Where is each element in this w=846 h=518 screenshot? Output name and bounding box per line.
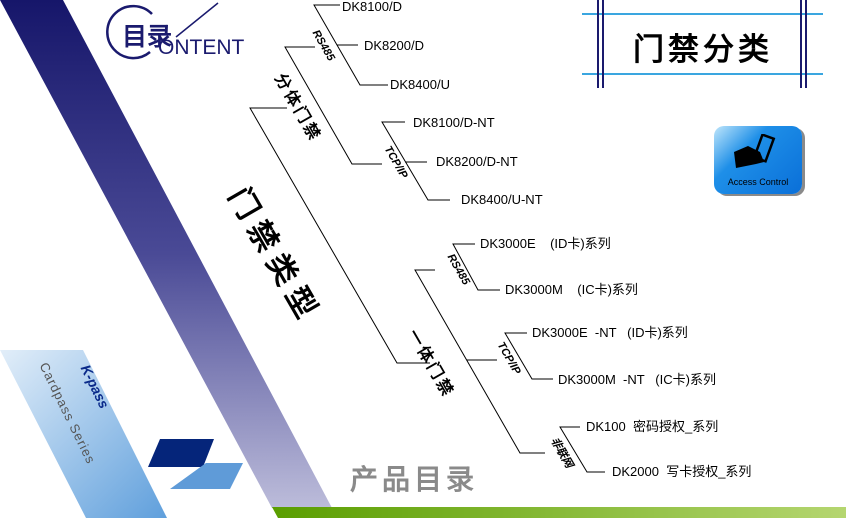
- product-item: DK3000M -NT (IC卡)系列: [558, 372, 716, 387]
- green-bar: [272, 507, 846, 518]
- tree-lines: [249, 4, 605, 473]
- product-item: DK2000 写卡授权_系列: [612, 464, 752, 479]
- product-item: DK8200/D: [364, 38, 424, 53]
- logo-c-arc: [106, 4, 153, 60]
- logo-slash: [175, 2, 219, 38]
- title-frame: [582, 0, 823, 88]
- hand-card-icon: [734, 134, 776, 168]
- product-item: DK8100/D-NT: [413, 115, 495, 130]
- dark-parallelogram: [148, 439, 214, 467]
- logo-cn: 目录: [122, 22, 173, 51]
- diagonal-band: [0, 0, 332, 508]
- page-title: 门禁分类: [633, 32, 773, 68]
- product-item: DK8200/D-NT: [436, 154, 518, 169]
- product-item: DK8400/U-NT: [461, 192, 543, 207]
- product-item: DK3000E -NT (ID卡)系列: [532, 325, 688, 340]
- light-parallelogram: [170, 463, 243, 489]
- brand-panel: [0, 350, 167, 518]
- product-item: DK3000E (ID卡)系列: [480, 236, 611, 251]
- badge-label: Access Control: [727, 177, 789, 187]
- product-item: DK100 密码授权_系列: [586, 419, 719, 434]
- product-item: DK3000M (IC卡)系列: [505, 282, 638, 297]
- logo-en: ONTENT: [158, 36, 245, 59]
- product-item: DK8400/U: [390, 77, 450, 92]
- catalog-footer: 产品目录: [350, 463, 479, 496]
- access-control-badge: Access Control: [714, 126, 802, 194]
- product-item: DK8100/D: [342, 0, 402, 14]
